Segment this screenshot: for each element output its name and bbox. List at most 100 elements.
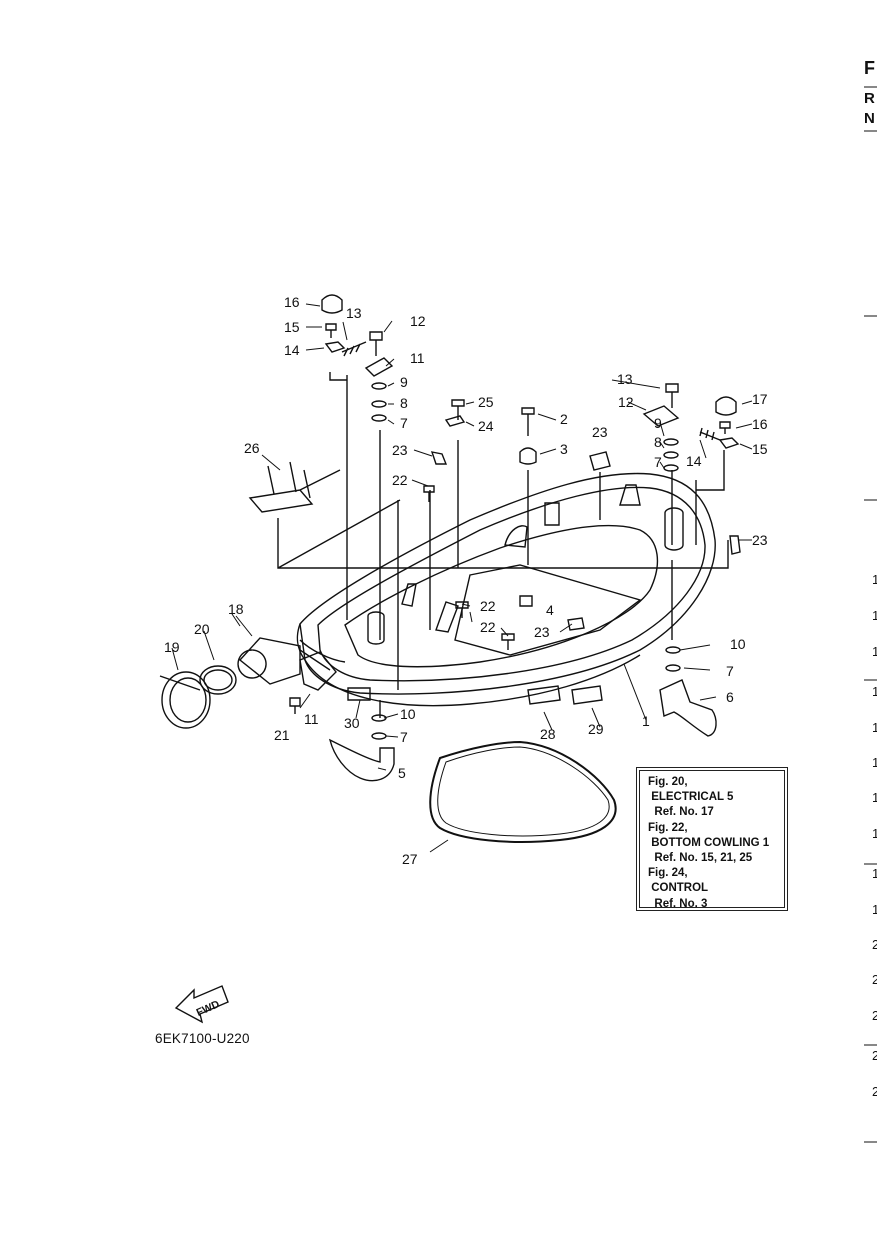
edge-number: 2 <box>872 1008 877 1023</box>
bolt-15-left <box>325 323 337 338</box>
fwd-arrow-icon <box>174 985 229 1024</box>
seal-27-inner <box>437 746 610 837</box>
switch-17 <box>237 637 301 685</box>
part-label: 18 <box>228 601 244 617</box>
part-label: 15 <box>752 441 768 457</box>
edge-number: 1 <box>872 826 877 841</box>
part-label: 12 <box>618 394 634 410</box>
part-label: 22 <box>480 598 496 614</box>
screw-25 <box>451 399 465 420</box>
edge-number: 1 <box>872 720 877 735</box>
rib-a <box>401 583 459 633</box>
part-label: 7 <box>654 454 662 470</box>
label-sticker-28 <box>527 685 561 705</box>
part-label: 5 <box>398 765 406 781</box>
part-label: 21 <box>274 727 290 743</box>
note-line: Ref. No. 15, 21, 25 <box>648 852 753 865</box>
part-label: 7 <box>400 415 408 431</box>
note-line: ELECTRICAL 5 <box>648 791 734 804</box>
edge-number: 1 <box>872 790 877 805</box>
clip-14-left <box>324 341 346 353</box>
spring-13-left <box>341 341 367 357</box>
part-label: 20 <box>194 621 210 637</box>
front-lip <box>296 623 641 707</box>
edge-number: 1 <box>872 644 877 659</box>
bracket-20 <box>299 651 337 691</box>
reference-note: Fig. 20, ELECTRICAL 5 Ref. No. 17 Fig. 2… <box>639 770 785 910</box>
part-label: 16 <box>752 416 768 432</box>
screw-22-low <box>501 633 515 650</box>
label-sticker-30 <box>347 687 371 701</box>
seal-27 <box>429 740 617 843</box>
screw-21 <box>289 697 301 714</box>
bottom-cowling-inner <box>344 525 659 668</box>
cap-23-center <box>430 451 448 465</box>
note-line: Fig. 24, <box>648 867 688 880</box>
part-label: 3 <box>560 441 568 457</box>
boss-left <box>367 611 385 645</box>
spring-13-right <box>699 427 721 441</box>
part-label: 8 <box>654 434 662 450</box>
edge-letter: N <box>864 110 875 127</box>
part-label: 28 <box>540 726 556 742</box>
part-label: 7 <box>726 663 734 679</box>
boss-right <box>664 507 684 551</box>
margin-rules <box>864 86 877 1143</box>
reference-note-frame <box>636 767 788 911</box>
drawing-code: 6EK7100-U220 <box>155 1031 250 1046</box>
part-label: 6 <box>726 689 734 705</box>
part-label: 16 <box>284 294 300 310</box>
box-leader-26 <box>277 499 729 569</box>
grommet-16-left <box>321 294 343 314</box>
note-line: Ref. No. 3 <box>648 897 708 910</box>
boss-rear <box>544 484 641 526</box>
edge-letter: R <box>864 90 875 107</box>
part-label: 9 <box>654 415 662 431</box>
part-label: 27 <box>402 851 418 867</box>
fwd-label: FWD <box>195 998 222 1019</box>
part-label: 19 <box>164 639 180 655</box>
part-label: 23 <box>592 424 608 440</box>
cap-23-far-right <box>729 535 741 555</box>
part-label: 11 <box>410 350 425 366</box>
part-label: 9 <box>400 374 408 390</box>
edge-number: 1 <box>872 755 877 770</box>
note-line: BOTTOM COWLING 1 <box>648 836 770 849</box>
clip-24 <box>444 415 466 427</box>
washers-low-left <box>371 714 387 740</box>
part-label: 7 <box>400 729 408 745</box>
part-label: 13 <box>346 305 362 321</box>
note-line: CONTROL <box>648 882 709 895</box>
edge-number: 1 <box>872 608 877 623</box>
note-line: Fig. 22, <box>648 821 688 834</box>
grommet-4 <box>519 595 533 607</box>
part-label: 13 <box>617 371 633 387</box>
screw-2 <box>521 407 535 436</box>
bottom-cowling-floor <box>454 564 642 656</box>
label-ticks <box>171 303 753 853</box>
edge-number: 2 <box>872 1048 877 1063</box>
edge-number: 2 <box>872 972 877 987</box>
note-line: Fig. 20, <box>648 776 688 788</box>
bottom-cowling-outline <box>299 472 716 695</box>
part-label: 23 <box>752 532 768 548</box>
part-label: 30 <box>344 715 360 731</box>
part-label: 10 <box>730 636 746 652</box>
part-label: 23 <box>534 624 550 640</box>
part-label: 26 <box>244 440 260 456</box>
bolt-12-left <box>369 331 383 356</box>
edge-number: 1 <box>872 572 877 587</box>
edge-letter: F <box>864 58 875 78</box>
screw-22-upper <box>423 485 435 502</box>
part-label: 22 <box>392 472 408 488</box>
leader-lines <box>329 372 725 718</box>
part-label: 14 <box>686 453 702 469</box>
part-label: 2 <box>560 411 568 427</box>
screw-22-mid <box>455 601 469 618</box>
block-23-low <box>567 617 585 631</box>
hook-b <box>504 525 528 548</box>
edge-number: 2 <box>872 937 877 952</box>
grommet-16-right <box>715 396 737 416</box>
block-23-right <box>589 451 611 471</box>
